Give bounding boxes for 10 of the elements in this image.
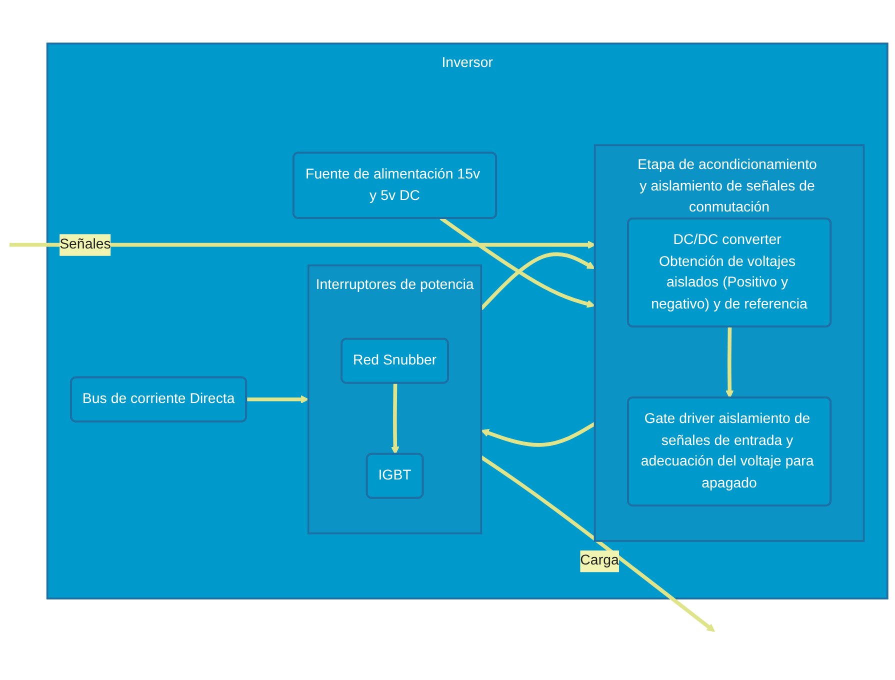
arrow (246, 395, 309, 404)
arrow (9, 240, 596, 249)
arrow (480, 252, 596, 310)
arrow (725, 326, 734, 398)
arrow (480, 422, 596, 447)
arrow (391, 383, 400, 455)
arrow (480, 456, 716, 632)
edge-label: Señales (60, 236, 111, 252)
edge-label: Carga (580, 552, 619, 568)
arrow (440, 216, 596, 308)
